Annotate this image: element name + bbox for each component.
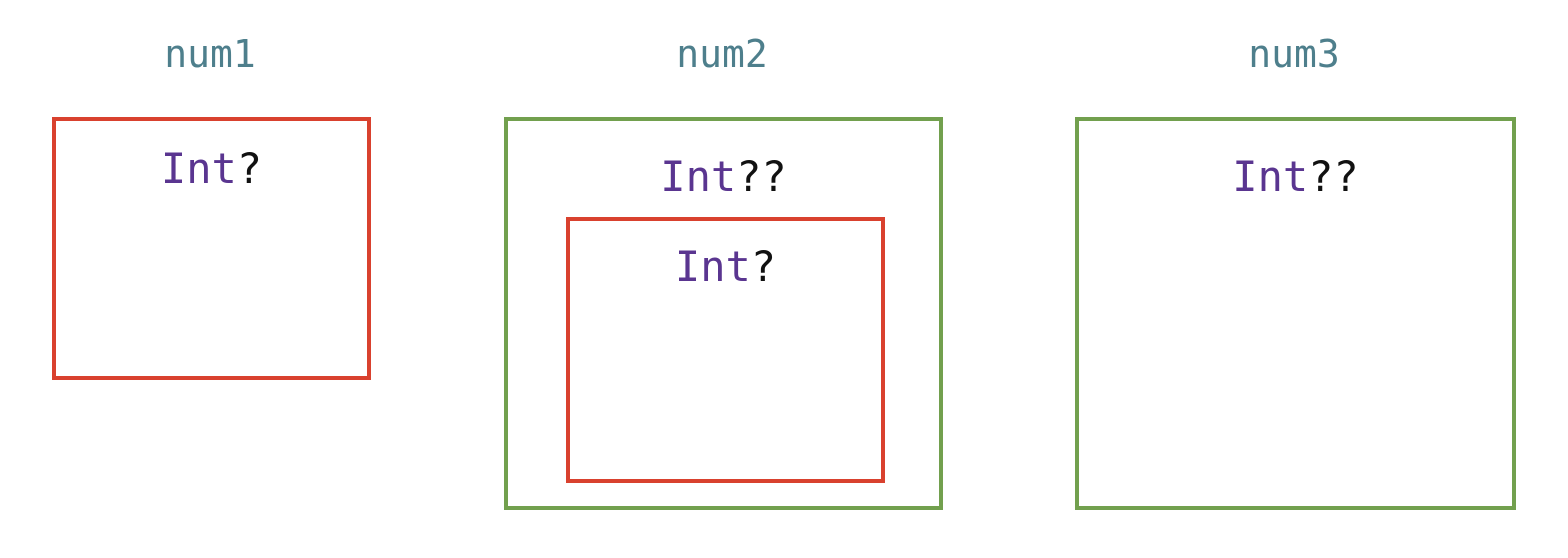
num2-inner-optional-box: Int? — [566, 217, 885, 483]
num1-label: num1 — [164, 32, 256, 76]
num3-type-label: Int?? — [1079, 151, 1512, 203]
num3-label: num3 — [1248, 32, 1340, 76]
optional-suffix: ?? — [1308, 152, 1359, 201]
type-keyword: Int — [1232, 152, 1309, 201]
num2-outer-type-label: Int?? — [508, 151, 939, 203]
num2-double-optional-box: Int?? Int? — [504, 117, 943, 510]
num2-label: num2 — [676, 32, 768, 76]
optional-suffix: ? — [750, 242, 777, 291]
num1-optional-box: Int? — [52, 117, 371, 380]
optional-suffix: ?? — [736, 152, 787, 201]
num3-double-optional-box: Int?? — [1075, 117, 1516, 510]
type-keyword: Int — [660, 152, 737, 201]
optional-suffix: ? — [236, 144, 263, 193]
num1-type-label: Int? — [56, 143, 367, 195]
type-keyword: Int — [674, 242, 751, 291]
num2-inner-type-label: Int? — [570, 241, 881, 293]
type-keyword: Int — [160, 144, 237, 193]
